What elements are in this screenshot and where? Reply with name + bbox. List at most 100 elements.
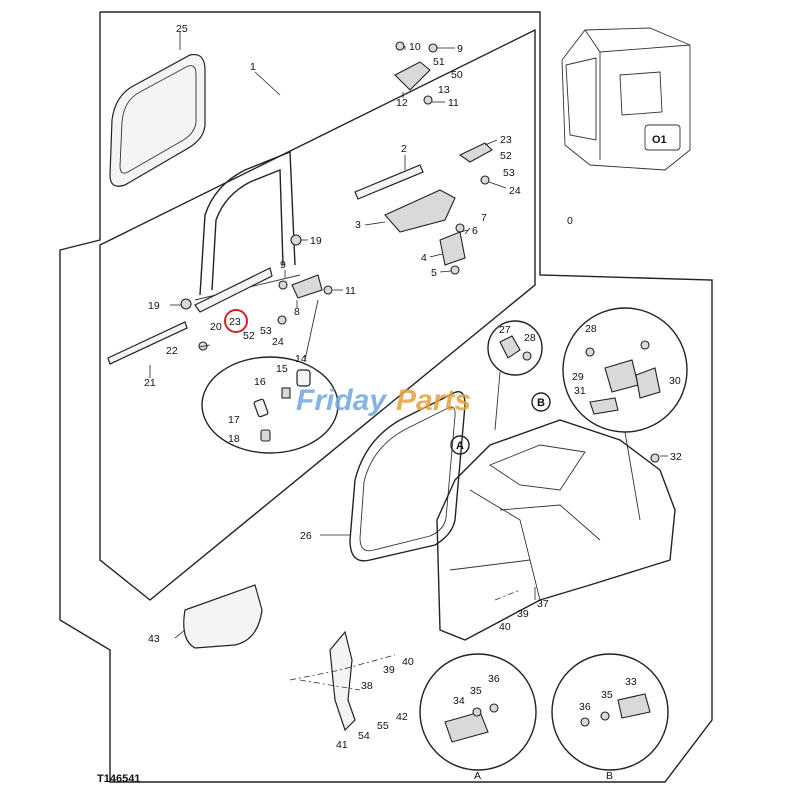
rail	[354, 164, 424, 200]
callout-3: 3	[355, 219, 361, 231]
callout-26: 26	[300, 530, 312, 542]
detail-circle-27	[487, 320, 543, 376]
callout-53a: 53	[503, 167, 515, 179]
callout-9b: 9	[280, 259, 286, 271]
pin-9b	[278, 280, 288, 290]
bolt-10	[395, 41, 405, 51]
view-a-marker-circle	[450, 435, 470, 455]
view-a-marker: A	[456, 440, 464, 452]
callout-23b-highlighted: 23	[229, 316, 241, 328]
callout-28b: 28	[585, 323, 597, 335]
callout-22: 22	[166, 345, 178, 357]
callout-51: 51	[433, 56, 445, 68]
callout-31: 31	[574, 385, 586, 397]
latch	[291, 274, 323, 299]
callout-43: 43	[148, 633, 160, 645]
view-a-caption: A	[474, 770, 481, 782]
callout-17: 17	[228, 414, 240, 426]
callout-23a: 23	[500, 134, 512, 146]
figure-id: T146541	[97, 773, 140, 785]
callout-52a: 52	[500, 150, 512, 162]
callout-11a: 11	[448, 97, 459, 109]
roller-19a	[290, 234, 302, 246]
callout-42: 42	[396, 711, 408, 723]
callout-25: 25	[176, 23, 188, 35]
callout-55: 55	[377, 720, 389, 732]
callout-52b: 52	[243, 330, 255, 342]
callout-39a: 39	[517, 608, 529, 620]
side-window-glass	[109, 53, 206, 187]
callout-14: 14	[295, 353, 307, 365]
roller-19b	[180, 298, 192, 310]
callout-16: 16	[254, 376, 266, 388]
callout-12: 12	[396, 97, 408, 109]
bolt-24b	[277, 315, 287, 325]
callout-40a: 40	[499, 621, 511, 633]
cover-panel	[183, 584, 263, 649]
callout-18: 18	[228, 433, 240, 445]
view-b-marker: B	[537, 397, 545, 409]
watermark-friday: Friday	[296, 384, 387, 417]
callout-8: 8	[294, 306, 300, 318]
callout-36a: 36	[488, 673, 500, 685]
bracket-upper	[458, 142, 493, 163]
callout-35b: 35	[601, 689, 613, 701]
callout-37: 37	[537, 598, 549, 610]
callout-36b: 36	[579, 701, 591, 713]
lower-plate	[194, 267, 273, 313]
callout-32: 32	[670, 451, 682, 463]
callout-21: 21	[144, 377, 156, 389]
callout-0: 0	[567, 215, 573, 227]
callout-19b: 19	[148, 300, 160, 312]
callout-38: 38	[361, 680, 373, 692]
bolt-11b	[323, 285, 333, 295]
callout-53b: 53	[260, 325, 272, 337]
svg-text:O1: O1	[652, 134, 667, 146]
bolt-7	[455, 223, 465, 233]
callout-2: 2	[401, 143, 407, 155]
cab-thumbnail: O1	[561, 27, 691, 171]
view-b-marker-circle	[531, 392, 551, 412]
callout-29: 29	[572, 371, 584, 383]
watermark-parts: Parts	[396, 384, 471, 417]
callout-4: 4	[421, 252, 427, 264]
door-frame	[194, 150, 301, 301]
seal-strip	[107, 321, 188, 365]
bolt-32	[650, 453, 660, 463]
nut-11a	[423, 95, 433, 105]
callout-40b: 40	[402, 656, 414, 668]
view-b-caption: B	[606, 770, 613, 782]
callout-34: 34	[453, 695, 465, 707]
callout-1: 1	[250, 61, 256, 73]
spring-15	[281, 387, 291, 399]
pillar-bracket	[329, 630, 356, 732]
callout-30: 30	[669, 375, 681, 387]
bracket	[439, 231, 466, 266]
callout-9a: 9	[457, 43, 463, 55]
door-assembly-boundary	[99, 28, 536, 601]
bush-18	[260, 429, 271, 442]
callout-39b: 39	[383, 664, 395, 676]
slider	[384, 189, 456, 233]
callout-11b: 11	[345, 285, 356, 297]
callout-41: 41	[336, 739, 348, 751]
outer-boundary	[59, 11, 713, 783]
highlight-ring	[224, 309, 248, 333]
detail-balloon-roller	[201, 356, 339, 454]
callout-13: 13	[438, 84, 450, 96]
hinge-plate	[394, 61, 431, 91]
callout-20: 20	[210, 321, 222, 333]
callout-15: 15	[276, 363, 288, 375]
callout-35a: 35	[470, 685, 482, 697]
bolt-5	[450, 265, 460, 275]
callout-19a: 19	[310, 235, 322, 247]
callout-28a: 28	[524, 332, 536, 344]
roller-14	[296, 369, 311, 387]
callout-10: 10	[409, 41, 421, 53]
detail-view-b	[551, 653, 669, 771]
bolt-24a	[480, 175, 490, 185]
cab-body	[436, 419, 676, 641]
pin-16	[253, 398, 269, 418]
callout-50: 50	[451, 69, 463, 81]
